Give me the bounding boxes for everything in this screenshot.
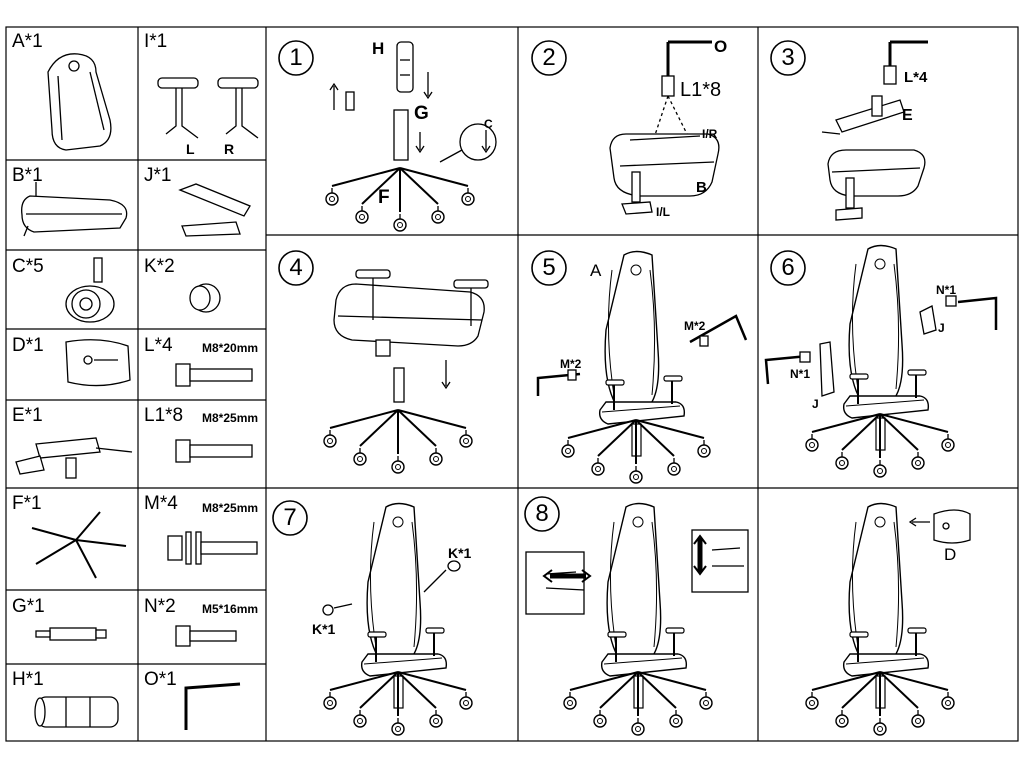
- step-3-number: 3: [781, 44, 795, 71]
- part-c-label: C*5: [12, 256, 44, 277]
- part-n-screw-drawing: [175, 625, 237, 647]
- step-9-drawing: [806, 502, 971, 736]
- part-a-label: A*1: [12, 31, 43, 52]
- grid-lines: [5, 26, 1019, 742]
- step-3-label-e: E: [902, 107, 913, 124]
- part-l1-bolt-drawing: [175, 439, 253, 463]
- step-7-drawing: [322, 502, 472, 736]
- part-o-allenkey-drawing: [184, 682, 241, 730]
- part-m-label: M*4: [144, 493, 178, 514]
- step-2-label-b: B: [696, 179, 707, 196]
- part-j-covers-drawing: [178, 183, 251, 237]
- part-l1-spec: M8*25mm: [202, 411, 259, 425]
- part-n-spec: M5*16mm: [202, 602, 259, 616]
- part-b-label: B*1: [12, 165, 43, 186]
- part-f-base-drawing: [31, 511, 127, 579]
- step-2-number: 2: [542, 44, 556, 71]
- step-6-drawing: [764, 244, 998, 478]
- part-m-bolt-drawing: [167, 531, 258, 565]
- step-2-drawing: [609, 40, 720, 215]
- part-l-spec: M8*20mm: [202, 341, 259, 355]
- part-k-label: K*2: [144, 256, 175, 277]
- step-1-label-f: F: [378, 187, 390, 208]
- step-3-drawing: [821, 40, 928, 221]
- step-8-number: 8: [535, 500, 549, 527]
- step-7-label-k-left: K*1: [312, 621, 336, 637]
- part-d-pillow-drawing: [65, 339, 131, 387]
- part-h-label: H*1: [12, 669, 44, 690]
- part-e-mechanism-drawing: [15, 437, 133, 479]
- step-number-circles: [272, 40, 806, 536]
- part-i-label: I*1: [144, 31, 168, 52]
- step-9-label-d: D: [944, 545, 957, 564]
- part-a-backrest-drawing: [47, 53, 112, 151]
- part-g-label: G*1: [12, 596, 45, 617]
- step-2-label-il: I/L: [656, 205, 670, 219]
- part-l-bolt-drawing: [175, 363, 253, 387]
- part-m-spec: M8*25mm: [202, 501, 259, 515]
- part-j-label: J*1: [144, 165, 172, 186]
- step-2-label-ir: I/R: [702, 127, 718, 141]
- step-2-label-o: O: [714, 37, 728, 56]
- step-5-label-a: A: [590, 261, 602, 280]
- part-l-label: L*4: [144, 335, 173, 356]
- part-i-left-label: L: [186, 141, 195, 157]
- step-1-label-c: C: [484, 117, 493, 131]
- step-7-label-k-top: K*1: [448, 545, 472, 561]
- part-l1-label: L1*8: [144, 405, 184, 426]
- part-o-label: O*1: [144, 669, 177, 690]
- step-3-label-l: L*4: [904, 69, 928, 86]
- part-h-cover-drawing: [34, 696, 119, 728]
- step-1-label-h: H: [372, 39, 385, 58]
- step-1-label-g: G: [414, 103, 429, 124]
- step-4-number: 4: [289, 254, 303, 281]
- part-i-armrests-drawing: [157, 77, 259, 139]
- part-d-label: D*1: [12, 335, 44, 356]
- step-6-label-j-left: J: [812, 397, 819, 411]
- part-k-caps-drawing: [189, 283, 221, 313]
- step-5-number: 5: [542, 254, 556, 281]
- part-e-label: E*1: [12, 405, 43, 426]
- part-g-gaslift-drawing: [35, 627, 107, 641]
- step-1-number: 1: [289, 44, 303, 71]
- part-f-label: F*1: [12, 493, 42, 514]
- step-5-label-m-left: M*2: [560, 357, 582, 371]
- step-1-drawing: [326, 41, 497, 231]
- part-c-caster-drawing: [65, 257, 115, 323]
- step-6-number: 6: [781, 254, 795, 281]
- part-n-label: N*2: [144, 596, 176, 617]
- step-7-number: 7: [283, 504, 297, 531]
- step-6-label-n-top: N*1: [936, 283, 957, 297]
- step-8-drawing: [525, 502, 749, 736]
- step-6-label-j-top: J: [938, 321, 945, 335]
- part-i-right-label: R: [224, 141, 235, 157]
- step-6-label-n-left: N*1: [790, 367, 811, 381]
- step-2-label-l1: L1*8: [680, 79, 722, 101]
- step-5-drawing: [536, 250, 748, 484]
- step-5-label-m-right: M*2: [684, 319, 706, 333]
- part-b-seat-drawing: [21, 182, 128, 237]
- step-4-drawing: [324, 269, 489, 473]
